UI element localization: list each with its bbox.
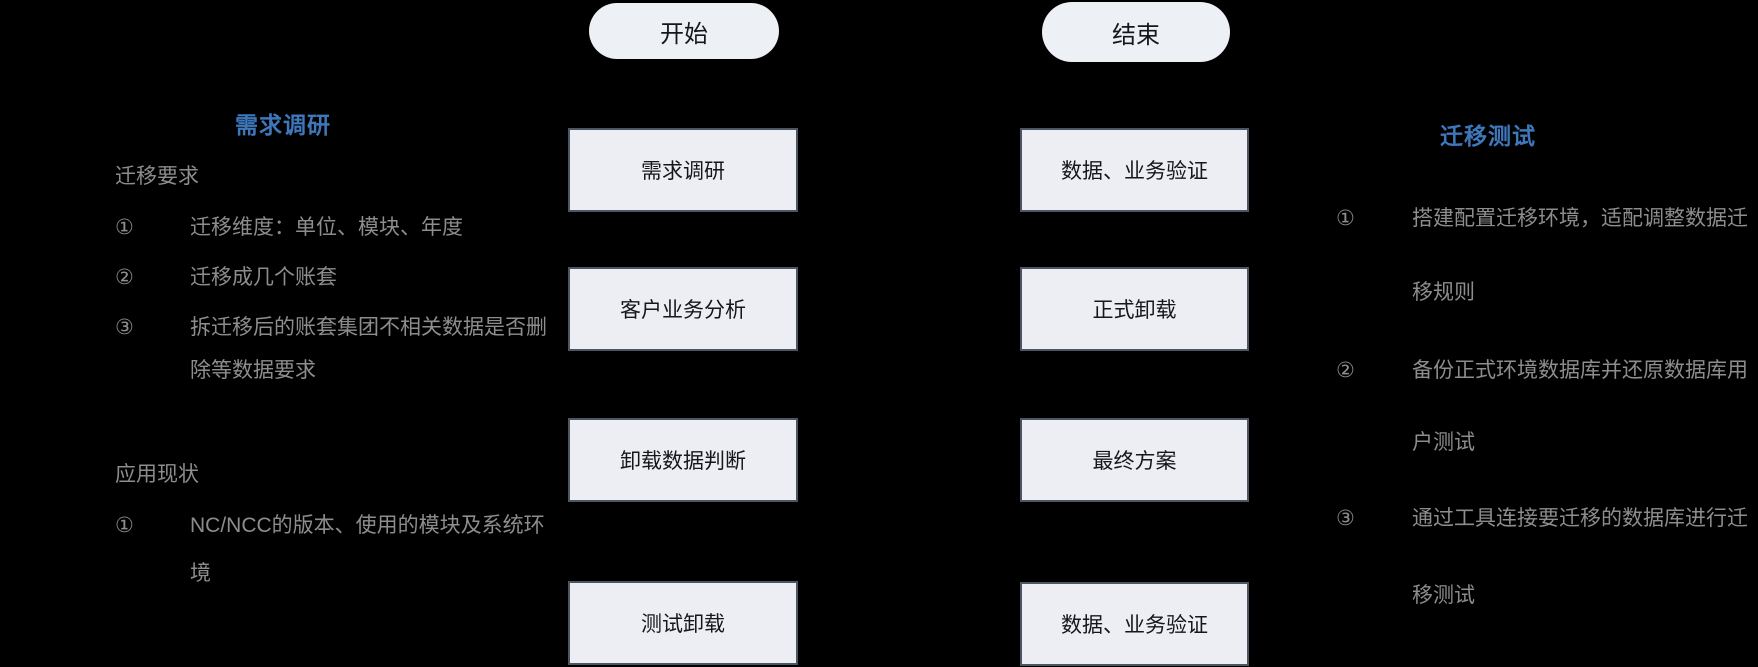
item-text: 除等数据要求 bbox=[190, 359, 316, 382]
list-item: ② 备份正式环境数据库并还原数据库用 bbox=[1336, 354, 1748, 384]
item-marker: ① bbox=[115, 216, 134, 239]
list-item-continuation: 境 bbox=[190, 557, 211, 587]
flow-node-test-unload: 测试卸载 bbox=[568, 581, 798, 665]
flow-node-requirement-research: 需求调研 bbox=[568, 128, 798, 212]
item-text: 迁移维度：单位、模块、年度 bbox=[190, 216, 463, 239]
item-marker: ① bbox=[1336, 207, 1355, 230]
flow-node-customer-business-analysis: 客户业务分析 bbox=[568, 267, 798, 351]
flow-node-data-business-verification-bottom: 数据、业务验证 bbox=[1020, 582, 1249, 666]
list-item-continuation: 移测试 bbox=[1412, 579, 1475, 609]
item-marker: ② bbox=[115, 266, 134, 289]
left-section-title: 迁移要求 bbox=[115, 160, 199, 190]
right-panel-heading: 迁移测试 bbox=[1440, 123, 1536, 149]
item-text: 境 bbox=[190, 562, 211, 585]
item-marker: ③ bbox=[115, 316, 134, 339]
section-title-text: 迁移要求 bbox=[115, 165, 199, 188]
item-text: 移规则 bbox=[1412, 281, 1475, 304]
flow-node-formal-unload: 正式卸载 bbox=[1020, 267, 1249, 351]
list-item-continuation: 除等数据要求 bbox=[190, 354, 316, 384]
end-terminator: 结束 bbox=[1042, 2, 1230, 62]
item-marker: ① bbox=[115, 514, 134, 537]
item-text: 搭建配置迁移环境，适配调整数据迁 bbox=[1412, 207, 1748, 230]
item-text: 户测试 bbox=[1412, 431, 1475, 454]
list-item: ② 迁移成几个账套 bbox=[115, 261, 337, 291]
item-text: NC/NCC的版本、使用的模块及系统环 bbox=[190, 514, 545, 537]
list-item-continuation: 户测试 bbox=[1412, 426, 1475, 456]
left-panel-heading: 需求调研 bbox=[235, 112, 331, 138]
item-text: 迁移成几个账套 bbox=[190, 266, 337, 289]
list-item: ① 搭建配置迁移环境，适配调整数据迁 bbox=[1336, 202, 1748, 232]
item-text: 通过工具连接要迁移的数据库进行迁 bbox=[1412, 507, 1748, 530]
flow-node-data-business-verification-top: 数据、业务验证 bbox=[1020, 128, 1249, 212]
item-text: 拆迁移后的账套集团不相关数据是否删 bbox=[190, 316, 547, 339]
flow-node-unload-data-judgment: 卸载数据判断 bbox=[568, 418, 798, 502]
list-item: ① NC/NCC的版本、使用的模块及系统环 bbox=[115, 509, 545, 539]
item-marker: ② bbox=[1336, 359, 1355, 382]
flow-node-final-plan: 最终方案 bbox=[1020, 418, 1249, 502]
item-text: 备份正式环境数据库并还原数据库用 bbox=[1412, 359, 1748, 382]
start-terminator: 开始 bbox=[589, 3, 779, 59]
list-item: ③ 拆迁移后的账套集团不相关数据是否删 bbox=[115, 311, 547, 341]
list-item-continuation: 移规则 bbox=[1412, 276, 1475, 306]
list-item: ① 迁移维度：单位、模块、年度 bbox=[115, 211, 463, 241]
item-text: 移测试 bbox=[1412, 584, 1475, 607]
item-marker: ③ bbox=[1336, 507, 1355, 530]
list-item: ③ 通过工具连接要迁移的数据库进行迁 bbox=[1336, 502, 1748, 532]
left-section-title: 应用现状 bbox=[115, 458, 199, 488]
section-title-text: 应用现状 bbox=[115, 463, 199, 486]
